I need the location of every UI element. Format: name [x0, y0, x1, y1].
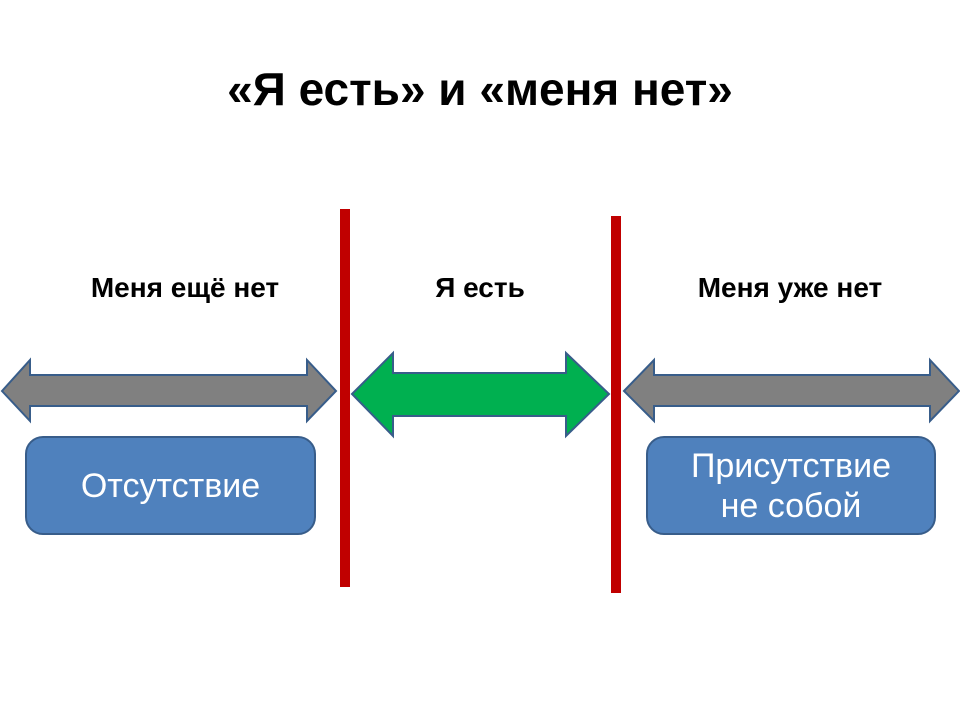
absence-box: Отсутствие	[25, 436, 316, 535]
presence-text-line2: не собой	[720, 486, 862, 525]
right-double-arrow	[622, 357, 960, 424]
label-no-longer: Меня уже нет	[697, 272, 883, 303]
presence-text-line1: Присутствие	[690, 446, 892, 485]
label-not-yet: Меня ещё нет	[90, 272, 280, 303]
divider-birth	[340, 209, 350, 587]
absence-text: Отсутствие	[80, 466, 261, 505]
middle-double-arrow	[350, 350, 611, 439]
slide-title: «Я есть» и «меня нет»	[227, 63, 733, 115]
divider-death	[611, 216, 621, 593]
left-double-arrow	[0, 357, 338, 424]
presence-not-self-box: Присутствие не собой	[646, 436, 936, 535]
label-i-am: Я есть	[435, 272, 525, 303]
